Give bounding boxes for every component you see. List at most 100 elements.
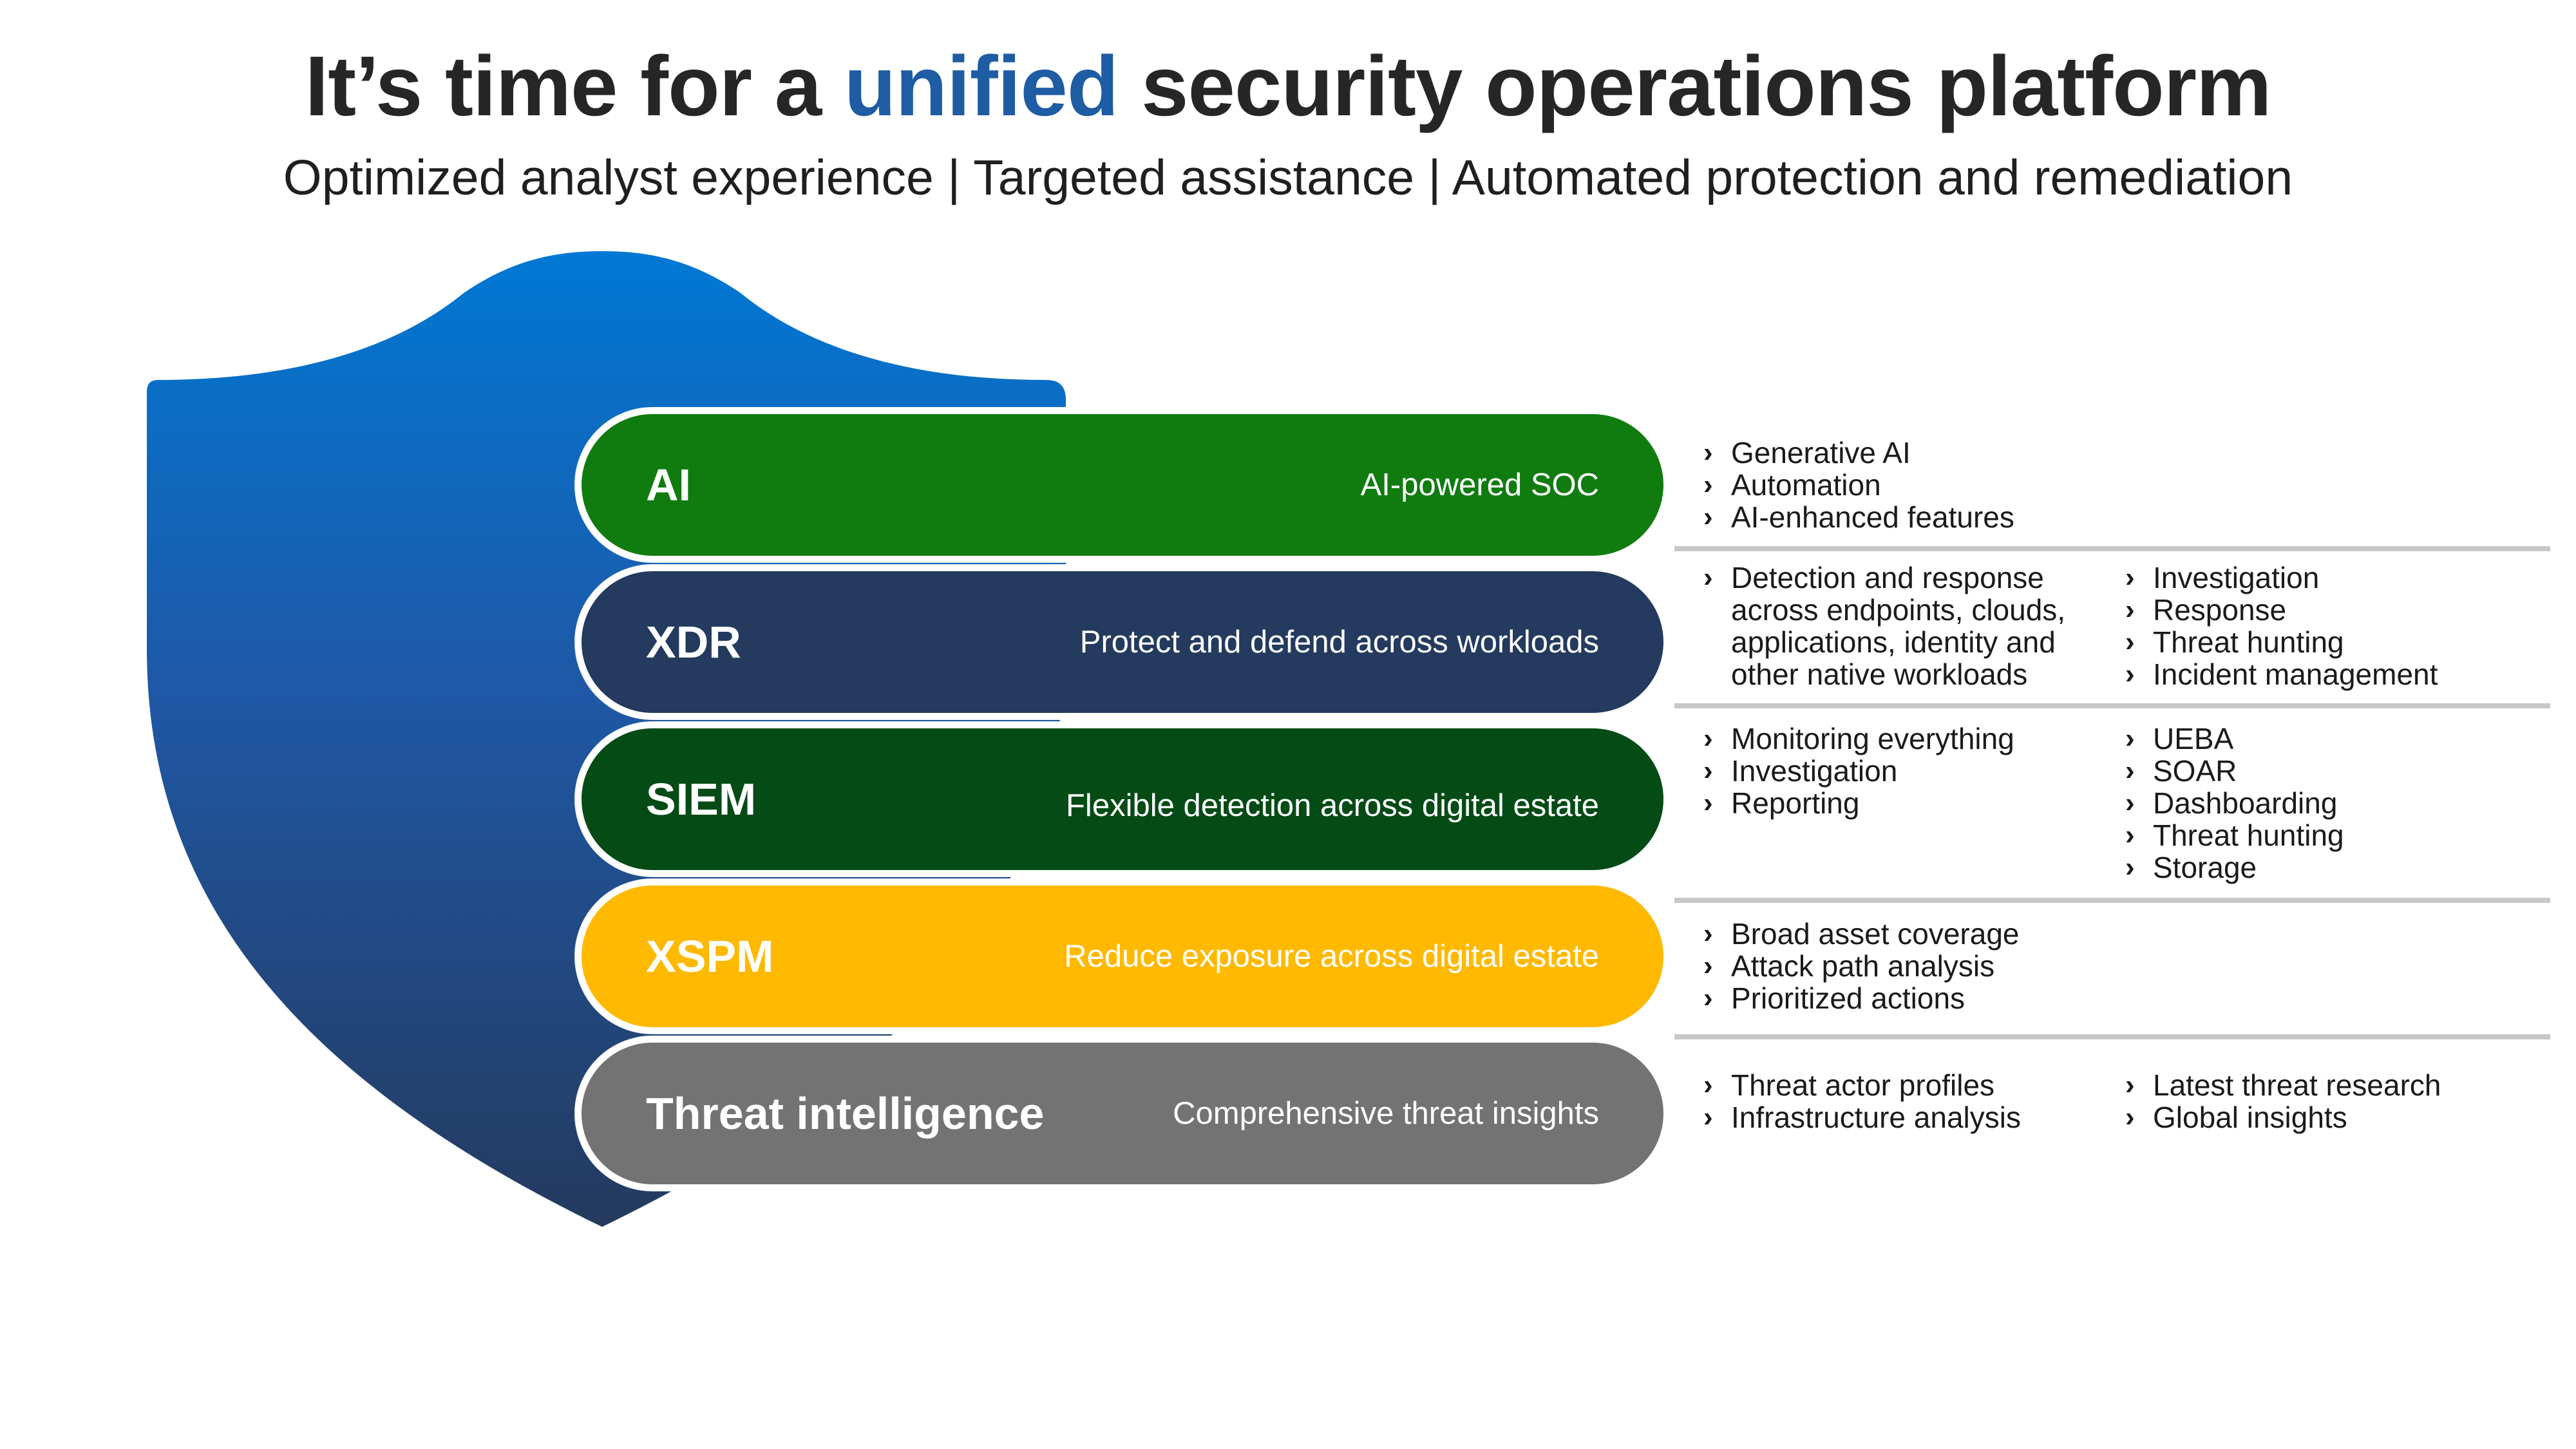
layer-name-ai: AI: [646, 460, 691, 510]
chevron-right-icon: ›: [1703, 918, 1713, 949]
feature-text: AI-enhanced features: [1731, 500, 2014, 534]
feature-text: Response: [2153, 593, 2287, 627]
chevron-right-icon: ›: [2125, 1101, 2135, 1133]
chevron-right-icon: ›: [1703, 982, 1713, 1014]
feature-item: › SOAR: [2125, 755, 2344, 787]
feature-item: other native workloads: [1703, 658, 2065, 690]
xspm-features-list: › Broad asset coverage › Attack path analys…: [1703, 918, 2020, 1014]
feature-item: › Generative AI: [1703, 437, 2014, 469]
chevron-right-icon: ›: [1703, 562, 1713, 593]
divider: [1674, 703, 2550, 708]
layer-desc-xdr: Protect and defend across workloads: [1079, 625, 1599, 659]
feature-item: › Threat hunting: [2125, 819, 2344, 851]
feature-text: SOAR: [2153, 754, 2237, 788]
feature-text: Incident management: [2153, 658, 2438, 691]
chevron-right-icon: ›: [1703, 501, 1713, 533]
feature-item: › Investigation: [1703, 755, 2014, 787]
layer-name-siem: SIEM: [646, 774, 757, 824]
siem-features-list-2: ›UEBA›SOAR›Dashboarding›Threat hunting›S…: [2125, 723, 2344, 884]
feature-text: applications, identity and: [1731, 625, 2056, 659]
feature-text: Latest threat research: [2153, 1068, 2441, 1102]
layer-pill-ai: AI AI-powered SOC: [575, 408, 1670, 562]
feature-item: ›Prioritized actions: [1703, 982, 2020, 1014]
layer-name-xdr: XDR: [646, 617, 741, 667]
layer-pill-siem: SIEM Flexible detection across digital e…: [575, 722, 1670, 876]
divider: [1674, 546, 2550, 551]
chevron-right-icon: ›: [1703, 950, 1713, 981]
feature-item: › AI-enhanced features: [1703, 501, 2014, 533]
ai-features-list: › Generative AI › Automation › AI-enhanced fe…: [1703, 437, 2014, 533]
feature-item: › Global insights: [2125, 1101, 2441, 1133]
feature-item: › Monitoring everything: [1703, 723, 2014, 755]
chevron-right-icon: ›: [1703, 787, 1713, 819]
feature-text: Storage: [2153, 851, 2257, 884]
feature-text: Investigation: [1731, 754, 1898, 788]
chevron-right-icon: ›: [2125, 626, 2135, 658]
feature-item: › Detection and response: [1703, 562, 2065, 594]
feature-item: › Storage: [2125, 851, 2344, 884]
chevron-right-icon: ›: [2125, 851, 2135, 883]
title-accent: unified: [844, 39, 1119, 133]
feature-item: across endpoints, clouds,: [1703, 594, 2065, 626]
feature-item: › Response: [2125, 594, 2438, 626]
feature-item: ›Infrastructure analysis: [1703, 1101, 2021, 1133]
feature-text: Threat hunting: [2153, 625, 2344, 659]
feature-item: › Latest threat research: [2125, 1069, 2441, 1101]
layer-desc-ai: AI-powered SOC: [1360, 468, 1599, 502]
layer-name-xspm: XSPM: [646, 931, 774, 981]
divider: [1674, 1034, 2550, 1039]
layer-desc-xspm: Reduce exposure across digital estate: [1064, 939, 1599, 974]
feature-item: › Broad asset coverage: [1703, 918, 2020, 950]
feature-text: other native workloads: [1731, 658, 2028, 691]
feature-item: › Incident management: [2125, 658, 2438, 690]
chevron-right-icon: ›: [2125, 658, 2135, 690]
layer-desc-threat-intelligence: Comprehensive threat insights: [1173, 1096, 1599, 1131]
chevron-right-icon: ›: [1703, 755, 1713, 786]
chevron-right-icon: ›: [2125, 723, 2135, 754]
layer-name-threat-intelligence: Threat intelligence: [646, 1088, 1045, 1139]
chevron-right-icon: ›: [2125, 819, 2135, 851]
feature-text: across endpoints, clouds,: [1731, 593, 2066, 627]
feature-item: › Automation: [1703, 469, 2014, 501]
feature-text: Detection and response: [1731, 561, 2044, 594]
page-title: It’s time for a unified security operati…: [0, 37, 2576, 135]
feature-text: Reporting: [1731, 786, 1860, 820]
chevron-right-icon: ›: [2125, 594, 2135, 625]
feature-item: ›UEBA: [2125, 723, 2344, 755]
chevron-right-icon: ›: [1703, 469, 1713, 500]
title-pre: It’s time for a: [305, 39, 844, 133]
feature-text: Broad asset coverage: [1731, 917, 2020, 951]
feature-text: Attack path analysis: [1731, 949, 1995, 983]
feature-text: Threat hunting: [2153, 819, 2344, 852]
feature-text: Threat actor profiles: [1731, 1068, 1995, 1102]
feature-item: ›Threat actor profiles: [1703, 1069, 2021, 1101]
siem-features-list-1: › Monitoring everything › Investigation › Rep…: [1703, 723, 2014, 819]
feature-item: › Investigation: [2125, 562, 2438, 594]
chevron-right-icon: ›: [2125, 787, 2135, 819]
layer-pill-xdr: XDR Protect and defend across workloads: [575, 565, 1670, 719]
feature-item: › Dashboarding: [2125, 787, 2344, 819]
chevron-right-icon: ›: [2125, 755, 2135, 786]
feature-text: Investigation: [2153, 561, 2320, 594]
chevron-right-icon: ›: [2125, 1069, 2135, 1101]
layer-pill-threat-intelligence: Threat intelligence Comprehensive threat…: [575, 1036, 1670, 1191]
chevron-right-icon: ›: [1703, 437, 1713, 468]
feature-text: Generative AI: [1731, 436, 1911, 469]
feature-text: Automation: [1731, 468, 1881, 502]
feature-text: Global insights: [2153, 1101, 2347, 1134]
feature-item: › Reporting: [1703, 787, 2014, 819]
feature-item: applications, identity and: [1703, 626, 2065, 658]
chevron-right-icon: ›: [1703, 723, 1713, 754]
layer-pill-xspm: XSPM Reduce exposure across digital esta…: [575, 879, 1670, 1034]
ti-features-list-2: › Latest threat research › Global insights: [2125, 1069, 2441, 1133]
layer-desc-siem: Flexible detection across digital estate: [1066, 788, 1599, 824]
feature-item: › Attack path analysis: [1703, 950, 2020, 982]
title-post: security operations platform: [1118, 39, 2271, 133]
feature-text: Monitoring everything: [1731, 722, 2014, 755]
chevron-right-icon: ›: [2125, 562, 2135, 593]
feature-text: Dashboarding: [2153, 786, 2338, 820]
page-subtitle: Optimized analyst experience | Targeted …: [283, 150, 2293, 205]
divider: [1674, 898, 2550, 903]
feature-item: › Threat hunting: [2125, 626, 2438, 658]
